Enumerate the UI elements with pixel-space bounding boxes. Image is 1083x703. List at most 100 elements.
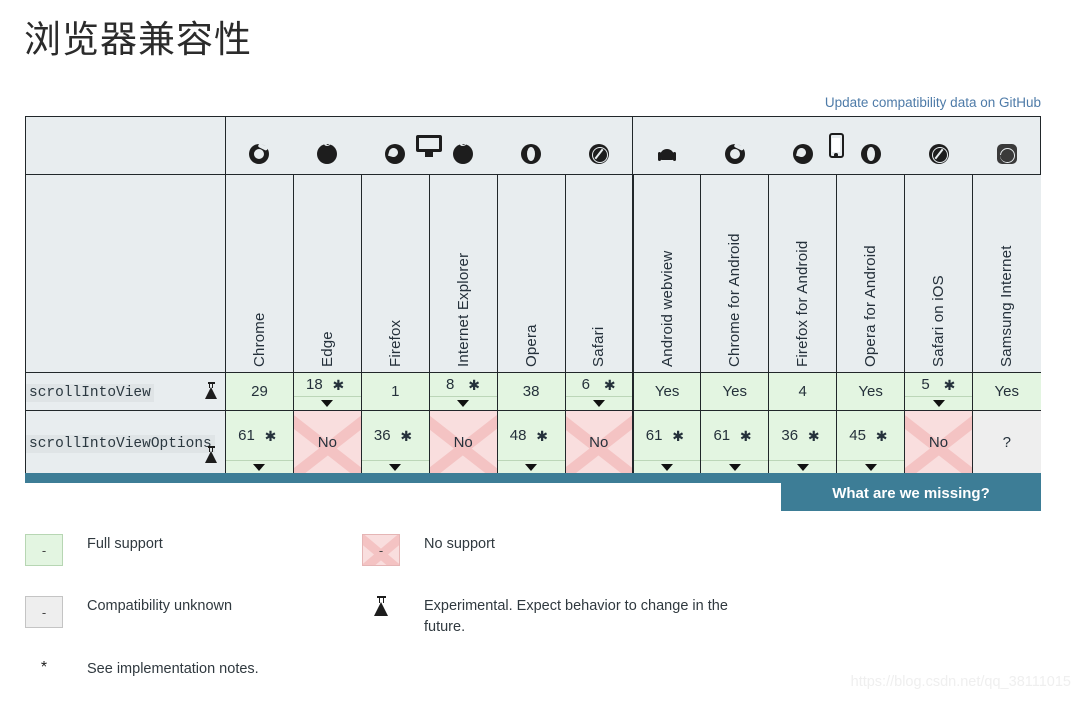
expand-cell-button[interactable] bbox=[429, 396, 497, 410]
support-cell[interactable]: 38 bbox=[496, 372, 566, 411]
implementation-note-star: ✱ bbox=[943, 376, 956, 393]
support-cell[interactable]: Yes bbox=[700, 372, 770, 411]
android-icon bbox=[634, 144, 700, 170]
opera-icon bbox=[837, 144, 904, 170]
browser-label: Opera for Android bbox=[862, 245, 880, 367]
chrome-icon bbox=[701, 144, 768, 170]
expand-cell-button[interactable] bbox=[226, 460, 293, 474]
monitor-icon bbox=[416, 134, 443, 157]
support-cell[interactable]: 8✱ bbox=[428, 372, 498, 411]
support-value: 38 bbox=[522, 383, 540, 400]
support-value: 36 bbox=[373, 427, 391, 444]
browser-label: Safari on iOS bbox=[930, 275, 948, 367]
table-row: scrollIntoView 29 18✱ 1 8✱ bbox=[25, 372, 1041, 411]
legend-label: Compatibility unknown bbox=[87, 598, 233, 614]
browser-header-opera: Opera bbox=[496, 144, 566, 373]
browser-header-safari: Safari bbox=[564, 144, 634, 373]
browser-label: Android webview bbox=[658, 250, 676, 367]
full-support-swatch: - bbox=[25, 534, 63, 566]
support-cell[interactable]: 6✱ bbox=[564, 372, 634, 411]
support-value: 45 bbox=[849, 427, 866, 444]
browser-header-row: Chrome Edge Firefox Internet Explorer Op… bbox=[25, 144, 1041, 373]
support-value: No bbox=[589, 434, 609, 451]
support-value: 36 bbox=[781, 427, 799, 444]
support-cell[interactable]: 29 bbox=[225, 372, 294, 411]
legend-item-no-support: - No support bbox=[362, 534, 495, 566]
support-cell[interactable]: 36✱ bbox=[360, 410, 430, 475]
support-cell[interactable]: 5✱ bbox=[904, 372, 973, 411]
support-cell[interactable]: 4 bbox=[768, 372, 838, 411]
browser-header-internet-explorer: Internet Explorer bbox=[428, 144, 498, 373]
internet-explorer-icon bbox=[430, 144, 497, 170]
expand-cell-button[interactable] bbox=[701, 460, 769, 474]
expand-cell-button[interactable] bbox=[361, 460, 429, 474]
chevron-down-icon bbox=[525, 464, 538, 471]
support-cell[interactable]: 1 bbox=[360, 372, 430, 411]
expand-cell-button[interactable] bbox=[565, 396, 632, 410]
update-compatibility-data-link[interactable]: Update compatibility data on GitHub bbox=[824, 95, 1041, 110]
legend-item-experimental: Experimental. Expect behavior to change … bbox=[362, 596, 734, 638]
legend-label: Experimental. Expect behavior to change … bbox=[424, 598, 728, 635]
support-cell[interactable]: Yes bbox=[632, 372, 702, 411]
expand-cell-button[interactable] bbox=[837, 460, 905, 474]
support-cell[interactable]: 61 ✱ bbox=[632, 410, 702, 475]
experimental-flask-icon bbox=[362, 596, 400, 616]
expand-cell-button[interactable] bbox=[293, 396, 361, 410]
expand-cell-button[interactable] bbox=[497, 460, 565, 474]
support-cell[interactable]: 61✱ bbox=[225, 410, 294, 475]
support-cell[interactable]: Yes bbox=[836, 372, 906, 411]
support-cell[interactable]: ? bbox=[971, 410, 1041, 475]
browser-header-safari-ios: Safari on iOS bbox=[904, 144, 973, 373]
implementation-note-star: ✱ bbox=[672, 427, 684, 444]
chevron-down-icon bbox=[457, 400, 470, 407]
firefox-icon bbox=[362, 144, 429, 170]
support-cell[interactable]: No bbox=[564, 410, 634, 475]
browser-header-firefox: Firefox bbox=[360, 144, 430, 373]
safari-icon bbox=[905, 144, 972, 170]
support-value: 61 bbox=[238, 427, 255, 444]
support-value: 61 bbox=[645, 427, 663, 444]
edge-icon bbox=[294, 144, 361, 170]
browser-header-opera-android: Opera for Android bbox=[836, 144, 906, 373]
browser-label: Internet Explorer bbox=[454, 252, 472, 367]
support-value: 5 bbox=[921, 376, 930, 393]
feature-label-cell[interactable]: scrollIntoViewOptions bbox=[25, 410, 226, 475]
support-value: 61 bbox=[713, 427, 731, 444]
safari-icon bbox=[566, 144, 632, 170]
table-bottom-strip bbox=[25, 473, 1041, 483]
support-cell[interactable]: Yes bbox=[971, 372, 1041, 411]
implementation-note-star: ✱ bbox=[332, 376, 345, 393]
legend-item-implementation-notes: * See implementation notes. bbox=[25, 659, 259, 680]
support-cell[interactable]: No bbox=[428, 410, 498, 475]
support-cell[interactable]: 18✱ bbox=[292, 372, 362, 411]
implementation-note-star: ✱ bbox=[739, 427, 752, 444]
support-cell[interactable]: No bbox=[904, 410, 973, 475]
support-cell[interactable]: 45✱ bbox=[836, 410, 906, 475]
chevron-down-icon bbox=[321, 400, 334, 407]
expand-cell-button[interactable] bbox=[905, 396, 972, 410]
browser-label: Safari bbox=[590, 326, 608, 367]
support-cell[interactable]: No bbox=[292, 410, 362, 475]
page-title: 浏览器兼容性 bbox=[24, 20, 252, 61]
implementation-note-star: ✱ bbox=[536, 427, 548, 444]
feature-label-cell[interactable]: scrollIntoView bbox=[25, 372, 226, 411]
chevron-down-icon bbox=[796, 464, 809, 471]
support-cell[interactable]: 36✱ bbox=[768, 410, 838, 475]
experimental-flask-icon bbox=[205, 446, 217, 468]
firefox-icon bbox=[769, 144, 836, 170]
what-are-we-missing-button[interactable]: What are we missing? bbox=[781, 475, 1041, 511]
compatibility-table: Chrome Edge Firefox Internet Explorer Op… bbox=[25, 116, 1041, 475]
support-value: Yes bbox=[654, 383, 680, 400]
expand-cell-button[interactable] bbox=[769, 460, 837, 474]
support-value: 8 bbox=[446, 376, 455, 393]
unknown-support-swatch: - bbox=[25, 596, 63, 628]
chevron-down-icon bbox=[661, 464, 674, 471]
support-cell[interactable]: 48✱ bbox=[496, 410, 566, 475]
support-value: 1 bbox=[391, 383, 400, 400]
browser-label: Firefox for Android bbox=[794, 240, 812, 367]
browser-header-edge: Edge bbox=[292, 144, 362, 373]
expand-cell-button[interactable] bbox=[633, 460, 701, 474]
phone-icon bbox=[829, 133, 845, 158]
support-cell[interactable]: 61 ✱ bbox=[700, 410, 770, 475]
